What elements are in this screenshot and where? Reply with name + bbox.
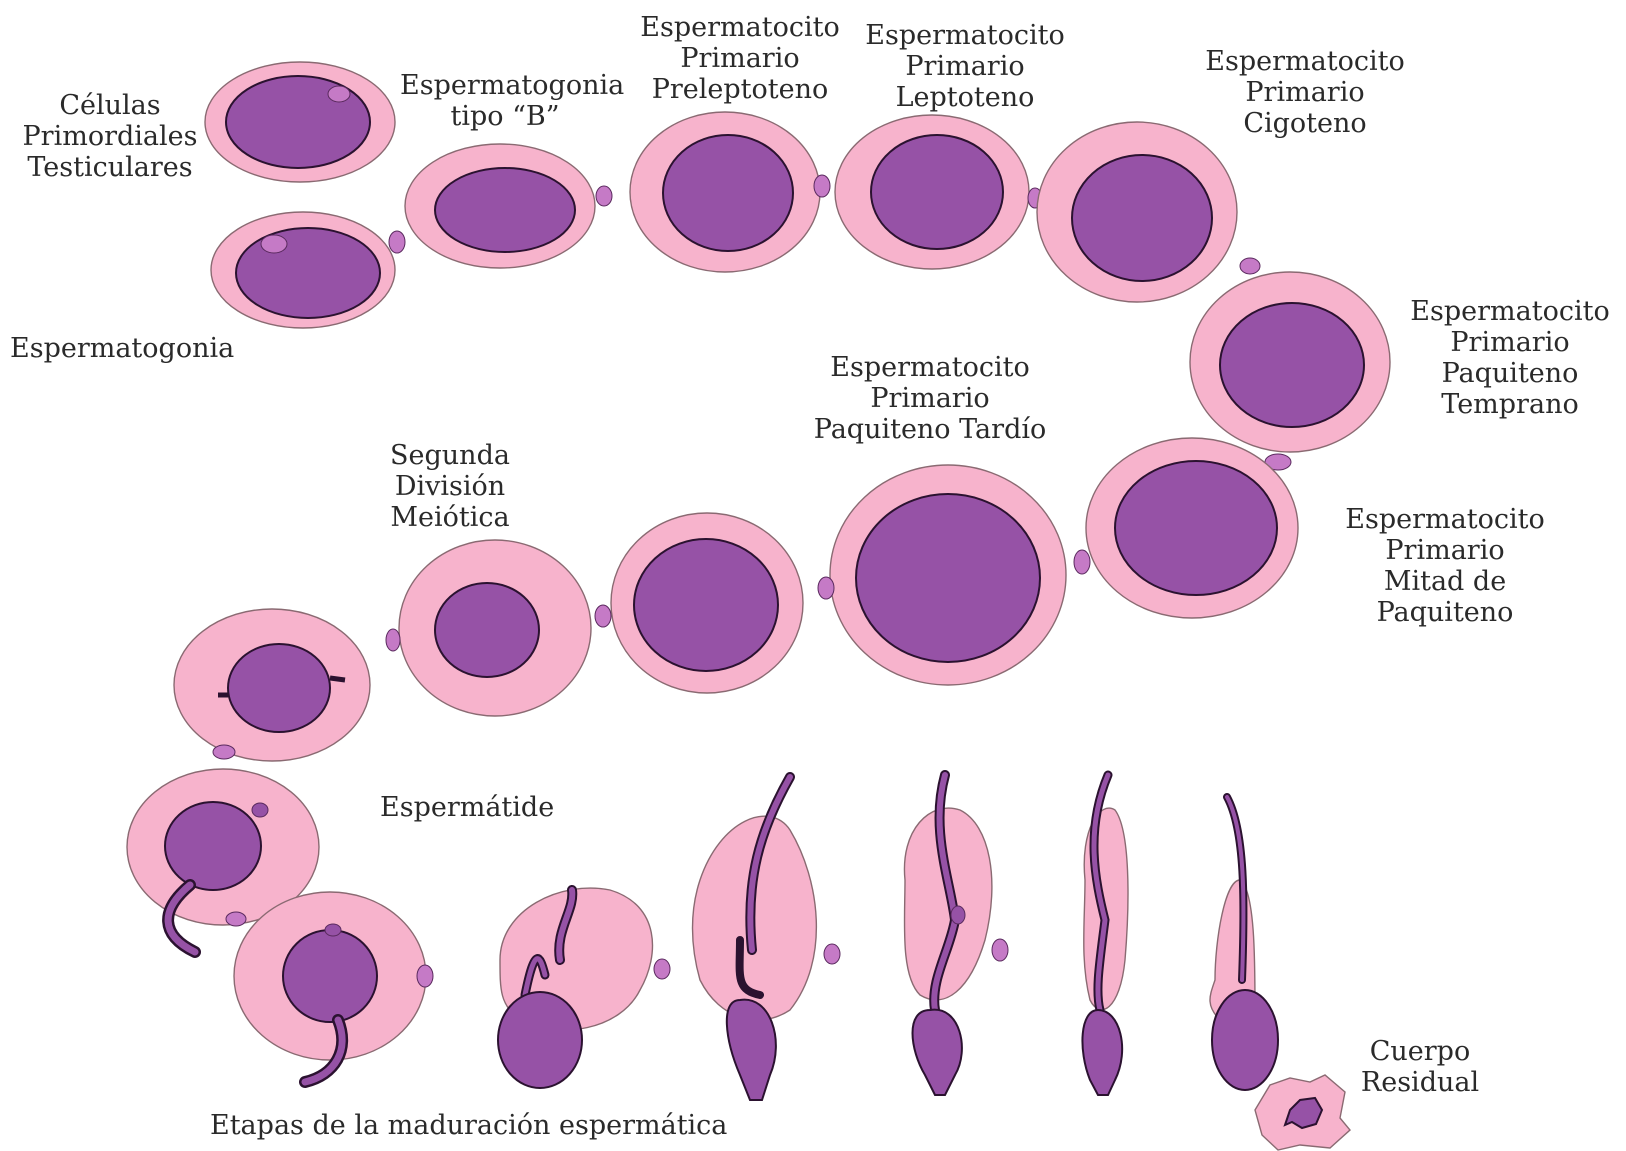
label-line: Espermatogonia bbox=[400, 70, 610, 101]
label-line: Espermatocito bbox=[1200, 46, 1410, 77]
caption: Etapas de la maduración espermática bbox=[210, 1110, 770, 1141]
label-line: Primario bbox=[1400, 327, 1620, 358]
residual-body-icon bbox=[1255, 1075, 1350, 1150]
cell-espermatide-alargada-1 bbox=[498, 888, 670, 1088]
label-paquiteno-tardio: Espermatocito Primario Paquiteno Tardío bbox=[800, 352, 1060, 445]
label-line: Células bbox=[20, 90, 200, 121]
cell-espermatide-cola-2 bbox=[234, 892, 433, 1082]
label-line: Paquiteno Tardío bbox=[800, 414, 1060, 445]
cell-espermatocito-secundario bbox=[595, 513, 803, 693]
cell-preleptoteno bbox=[630, 112, 830, 272]
label-espermatogonia-tipo-b: Espermatogonia tipo “B” bbox=[400, 70, 610, 132]
cell-paquiteno-tardio bbox=[818, 465, 1066, 685]
cell-espermatide-madura bbox=[1210, 797, 1278, 1090]
label-line: Primordiales bbox=[20, 121, 200, 152]
label-line: Cuerpo bbox=[1350, 1036, 1490, 1067]
label-line: Espermatocito bbox=[860, 20, 1070, 51]
label-line: Primario bbox=[1340, 535, 1550, 566]
cell-espermatide-alargada-2 bbox=[693, 777, 841, 1100]
caption-text: Etapas de la maduración espermática bbox=[210, 1110, 770, 1141]
label-line: Primario bbox=[800, 383, 1060, 414]
label-line: Paquiteno bbox=[1340, 597, 1550, 628]
label-line: Preleptoteno bbox=[640, 74, 840, 105]
cell-leptoteno bbox=[835, 115, 1042, 269]
cell-espermatogonia-tipo-b bbox=[405, 144, 612, 268]
label-line: Leptoteno bbox=[860, 82, 1070, 113]
label-line: Espermátide bbox=[380, 792, 580, 823]
cell-espermatogonia bbox=[211, 212, 405, 328]
label-line: Segunda bbox=[370, 440, 530, 471]
cell-mitad-paquiteno bbox=[1074, 438, 1298, 618]
label-line: Espermatocito bbox=[800, 352, 1060, 383]
label-line: Residual bbox=[1350, 1067, 1490, 1098]
label-line: Primario bbox=[1200, 77, 1410, 108]
label-cuerpo-residual: Cuerpo Residual bbox=[1350, 1036, 1490, 1098]
label-espermatide: Espermátide bbox=[380, 792, 580, 823]
cell-cigoteno bbox=[1037, 122, 1260, 302]
label-line: Temprano bbox=[1400, 389, 1620, 420]
label-line: Primario bbox=[640, 43, 840, 74]
label-line: tipo “B” bbox=[400, 101, 610, 132]
label-celulas-primordiales: Células Primordiales Testiculares bbox=[20, 90, 200, 183]
label-line: Cigoteno bbox=[1200, 108, 1410, 139]
label-preleptoteno: Espermatocito Primario Preleptoteno bbox=[640, 12, 840, 105]
cell-celulas-primordiales bbox=[205, 62, 395, 182]
label-line: Meiótica bbox=[370, 502, 530, 533]
label-line: Espermatocito bbox=[1400, 296, 1620, 327]
label-line: Espermatogonia bbox=[10, 333, 260, 364]
label-line: Espermatocito bbox=[640, 12, 840, 43]
label-leptoteno: Espermatocito Primario Leptoteno bbox=[860, 20, 1070, 113]
label-line: Testiculares bbox=[20, 152, 200, 183]
label-paquiteno-temprano: Espermatocito Primario Paquiteno Tempran… bbox=[1400, 296, 1620, 420]
label-espermatogonia: Espermatogonia bbox=[10, 333, 260, 364]
label-line: División bbox=[370, 471, 530, 502]
cell-espermatide-alargada-4 bbox=[1082, 775, 1128, 1095]
label-cigoteno: Espermatocito Primario Cigoteno bbox=[1200, 46, 1410, 139]
label-line: Espermatocito bbox=[1340, 504, 1550, 535]
cell-segunda-division bbox=[386, 540, 591, 716]
label-segunda-division: Segunda División Meiótica bbox=[370, 440, 530, 533]
cell-espermatide-alargada-3 bbox=[904, 775, 1008, 1095]
cell-espermatide-temprana bbox=[174, 609, 370, 761]
label-line: Mitad de bbox=[1340, 566, 1550, 597]
label-line: Paquiteno bbox=[1400, 358, 1620, 389]
label-mitad-paquiteno: Espermatocito Primario Mitad de Paquiten… bbox=[1340, 504, 1550, 628]
cell-paquiteno-temprano bbox=[1190, 272, 1390, 470]
label-line: Primario bbox=[860, 51, 1070, 82]
